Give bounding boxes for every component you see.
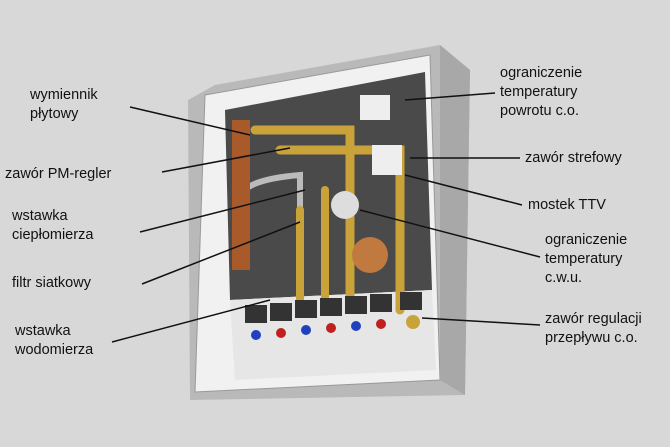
leader-plate-exchanger: [129, 106, 251, 136]
label-line: płytowy: [30, 106, 79, 122]
leader-filter: [141, 221, 301, 285]
leader-dhw-limit: [359, 209, 541, 258]
label-dhw-limit: ograniczenie temperatury c.w.u.: [545, 231, 627, 288]
label-ttv: mostek TTV: [528, 197, 606, 213]
label-line: ciepłomierza: [12, 227, 94, 243]
label-line: c.w.u.: [545, 270, 583, 286]
label-flow-valve: zawór regulacji przepływu c.o.: [545, 310, 642, 348]
leader-return-limit: [404, 92, 496, 101]
leader-flow-valve: [421, 317, 541, 326]
leader-water-meter: [111, 299, 271, 343]
label-pm-regler: zawór PM-regler: [5, 166, 112, 182]
label-line: wodomierza: [15, 342, 94, 358]
leader-ttv: [404, 174, 523, 206]
leader-heat-meter: [139, 189, 306, 233]
label-line: zawór regulacji: [545, 311, 642, 327]
leader-lines: [111, 92, 541, 343]
leader-pm-regler: [161, 147, 291, 173]
outlet-valves: [245, 292, 422, 340]
label-line: ograniczenie: [545, 232, 628, 248]
label-plate-exchanger: wymiennik płytowy: [30, 86, 98, 124]
label-heat-meter: wstawka ciepłomierza: [12, 207, 93, 245]
label-line: powrotu c.o.: [500, 103, 579, 119]
label-line: przepływu c.o.: [545, 330, 638, 346]
label-line: temperatury: [500, 84, 578, 100]
label-line: wymiennik: [30, 87, 98, 103]
label-filter: filtr siatkowy: [12, 275, 91, 291]
label-line: temperatury: [545, 251, 623, 267]
label-line: wstawka: [12, 208, 68, 224]
pipework: [232, 95, 405, 315]
label-line: ograniczenie: [500, 65, 583, 81]
label-return-limit: ograniczenie temperatury powrotu c.o.: [500, 64, 582, 121]
label-line: wstawka: [15, 323, 71, 339]
label-zone-valve: zawór strefowy: [525, 150, 622, 166]
label-water-meter: wstawka wodomierza: [15, 322, 93, 360]
